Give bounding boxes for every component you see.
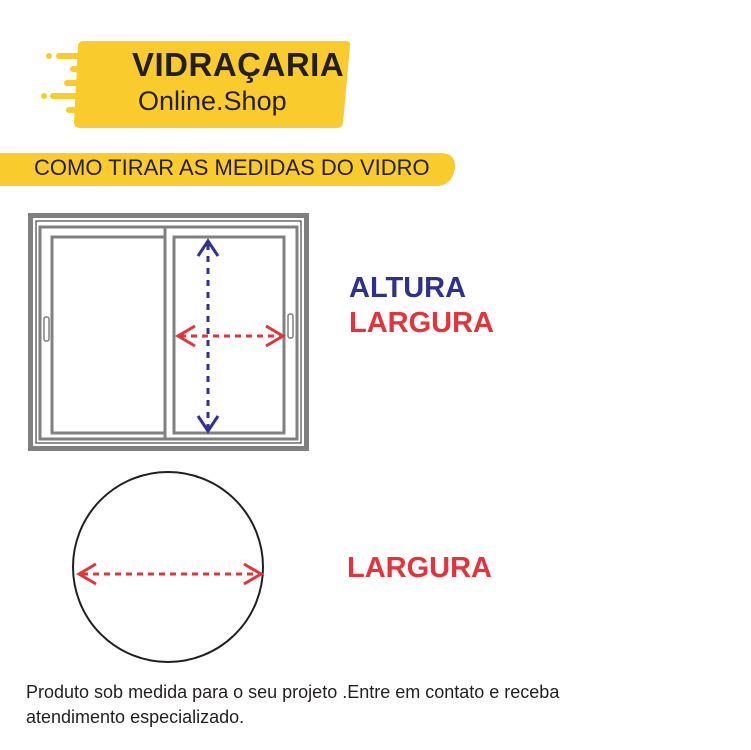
window-width-label: LARGURA [349,307,494,339]
sliding-window-illustration [28,213,309,451]
height-arrow-icon [196,238,220,434]
footer-line-2: atendimento especializado. [26,707,245,727]
logo-subtitle: Online.Shop [138,86,287,116]
speed-lines-icon [41,53,123,113]
logo-title: VIDRAÇARIA [132,46,345,83]
width-arrow-icon [175,324,286,348]
banner-heading: COMO TIRAR AS MEDIDAS DO VIDRO [34,155,430,180]
banner-bar [0,153,456,186]
logo-badge [41,41,351,128]
height-label: ALTURA [349,272,467,304]
circle-width-label: LARGURA [347,552,492,584]
handle-right-icon [287,313,294,339]
circle-width-arrow-icon [76,562,264,586]
circle-glass-illustration [72,471,264,663]
footer-line-1: Produto sob medida para o seu projeto .E… [26,682,560,702]
handle-left-icon [43,316,50,342]
